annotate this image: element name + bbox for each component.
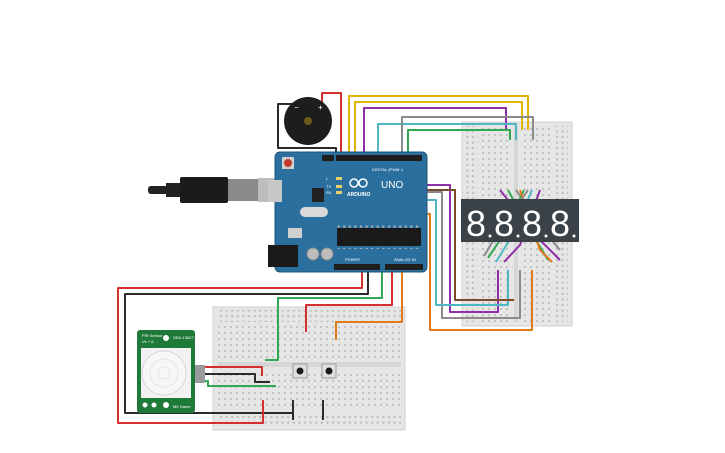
- display-digit-1: 8: [466, 203, 486, 244]
- pir-right-label: SEN-13627: [173, 335, 194, 340]
- display-digit-2: 8: [494, 203, 514, 244]
- usb-cable: [148, 177, 280, 203]
- buzzer-minus-label: −: [294, 103, 299, 112]
- digital-header[interactable]: [336, 155, 422, 161]
- wire-buzzer-black: [277, 103, 337, 158]
- power-header-label: POWER: [345, 257, 360, 262]
- push-button-2[interactable]: [321, 363, 337, 379]
- wire-pir-2: [195, 373, 270, 383]
- wire-brown-1: [418, 189, 514, 301]
- seven-segment-display[interactable]: 8 8 8 8: [461, 199, 579, 244]
- wire-purple-2: [404, 184, 499, 313]
- wire-green-pir: [265, 270, 383, 361]
- pir-subtitle: Ve + A: [142, 339, 154, 344]
- display-digit-4: 8: [550, 203, 570, 244]
- wire-gray-1: [401, 116, 534, 158]
- buzzer[interactable]: − +: [284, 97, 332, 145]
- display-digit-3: 8: [522, 203, 542, 244]
- bottom-breadboard[interactable]: [212, 306, 406, 431]
- wire-yellow-1: [348, 95, 529, 158]
- pir-dome-icon: [141, 350, 187, 396]
- arduino-logo-text: ARDUINO: [347, 192, 370, 198]
- wire-red-2: [305, 270, 393, 332]
- atmega-chip: [337, 228, 421, 246]
- arduino-model-text: UNO: [381, 180, 403, 191]
- wire-cyan-1: [377, 123, 517, 158]
- buzzer-plus-label: +: [318, 103, 323, 112]
- power-jack[interactable]: [268, 245, 298, 267]
- wire-green-1: [407, 129, 511, 158]
- analog-header-label: ANALOG IN: [394, 257, 416, 262]
- wire-pir-1: [195, 366, 263, 376]
- digital-header-label: DIGITAL (PWM~): [372, 167, 404, 172]
- analog-header[interactable]: [385, 264, 423, 270]
- arduino-logo-icon: [349, 178, 368, 188]
- push-button-1[interactable]: [292, 363, 308, 379]
- arduino-uno-board[interactable]: L TX RX ARDUINO UNO DIGITAL (PWM~) POWER…: [268, 151, 428, 273]
- reset-button[interactable]: [284, 159, 292, 167]
- led-label-rx: RX: [326, 190, 332, 195]
- wire-buzzer-red: [321, 92, 342, 158]
- led-label-tx: TX: [326, 184, 331, 189]
- power-header[interactable]: [334, 264, 380, 270]
- pir-bottom-label: Mfr Name: [173, 404, 191, 409]
- pir-sensor[interactable]: PIR Sensor Ve + A SEN-13627 Mfr Name: [137, 330, 205, 413]
- led-label-l: L: [326, 176, 329, 181]
- pir-title: PIR Sensor: [142, 333, 163, 338]
- wire-orange-2: [335, 270, 403, 340]
- wire-purple-1: [363, 107, 507, 158]
